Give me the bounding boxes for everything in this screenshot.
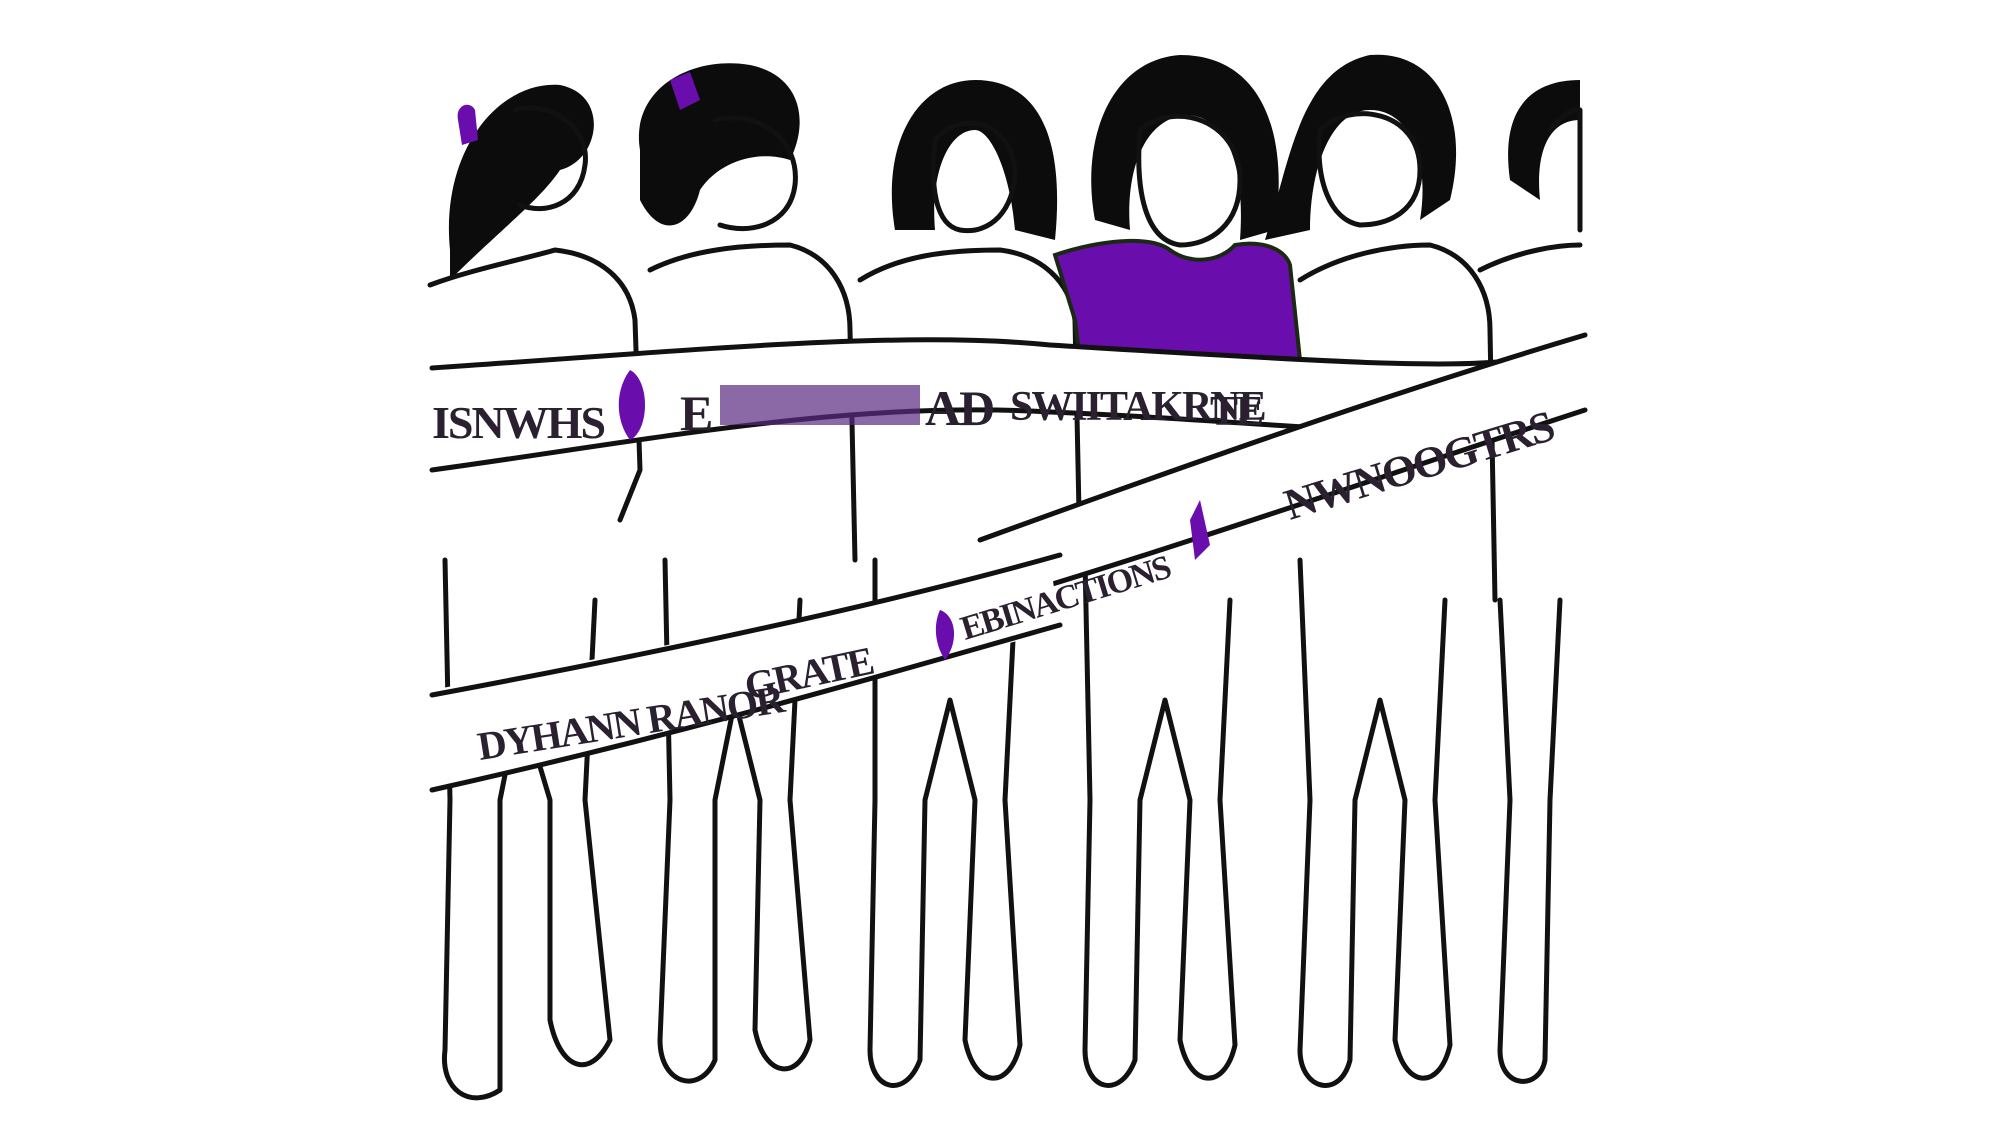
figure-5	[1265, 54, 1498, 1088]
figure-2	[638, 63, 858, 1084]
lower-diagonal-banner: DYHANN RANOR GRATE EBINACTIONS	[429, 549, 1175, 793]
figure-4-purple-shirt	[1052, 55, 1303, 1088]
banner-text: AD	[925, 380, 993, 436]
banner-text: TE	[1210, 389, 1262, 435]
figure-1	[427, 84, 643, 1101]
banner-text: SWIITAKRNE	[1010, 384, 1265, 430]
top-banner: ISNWHS E AD SWIITAKRNE TE	[429, 337, 1518, 473]
banner-text: E	[680, 385, 711, 441]
banner-text: ISNWHS	[432, 397, 604, 448]
figure-6-partial	[1477, 80, 1583, 1084]
purple-shirt	[1052, 238, 1303, 362]
